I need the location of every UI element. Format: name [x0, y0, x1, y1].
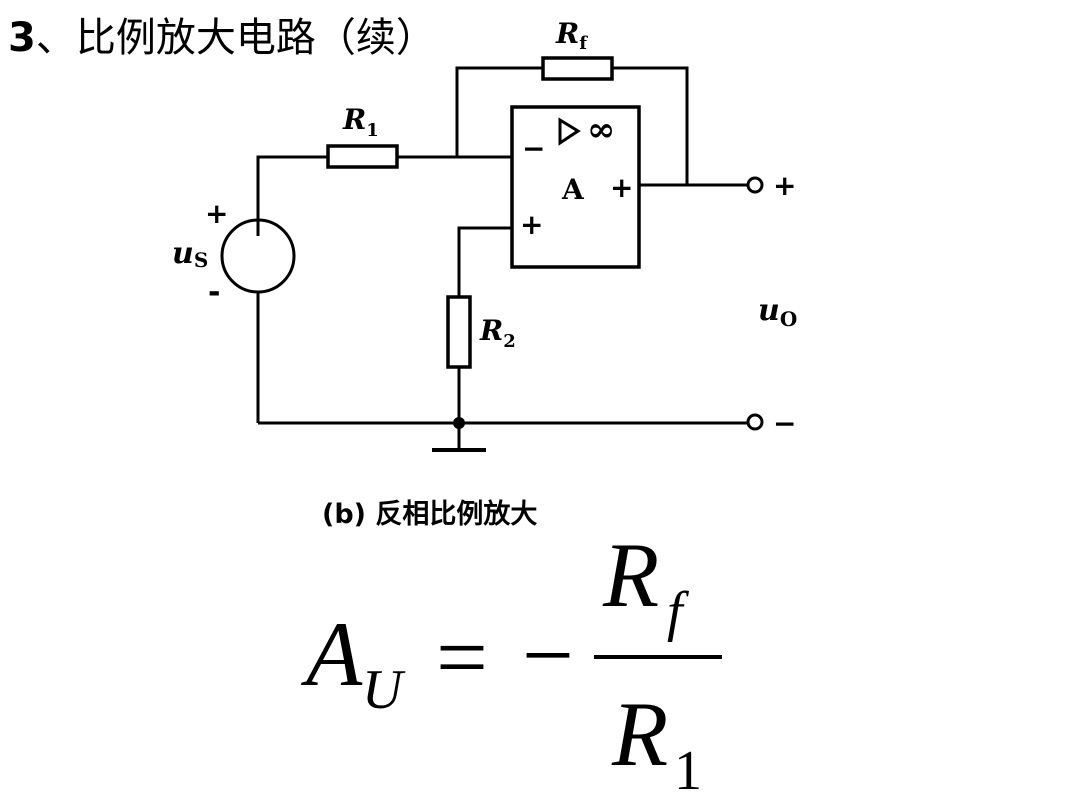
- formula-denominator: R: [611, 683, 668, 785]
- title-number: 3: [8, 15, 36, 61]
- label-terminal-plus: +: [773, 169, 796, 202]
- resistor-rf: [541, 56, 614, 81]
- amp-triangle-icon: [558, 117, 581, 146]
- label-r2: R2: [479, 314, 516, 352]
- wire-source-top: [256, 155, 328, 236]
- slide-title: 3、比例放大电路（续）: [8, 12, 436, 64]
- ground-node-dot: [453, 417, 465, 429]
- circuit-caption: (b) 反相比例放大: [322, 499, 538, 530]
- label-infinity: ∞: [587, 110, 615, 150]
- label-rf: Rf: [555, 17, 588, 54]
- formula-numerator: R: [602, 524, 659, 626]
- formula-denominator-sub: 1: [674, 740, 702, 802]
- label-inverting-input: −: [522, 132, 545, 165]
- label-source-plus: +: [205, 197, 228, 230]
- title-text: 、比例放大电路（续）: [35, 15, 436, 61]
- formula-minus: −: [522, 604, 574, 706]
- label-amp: A: [561, 173, 585, 206]
- label-terminal-minus: −: [773, 407, 796, 440]
- label-uo: uO: [758, 293, 797, 331]
- label-r1: R1: [342, 103, 379, 141]
- formula-lhs-sub: U: [362, 659, 406, 721]
- formula-equals: =: [436, 606, 488, 708]
- formula-lhs: A: [300, 603, 363, 705]
- wire-feedback-right: [612, 66, 689, 185]
- formula-numerator-sub: f: [667, 581, 690, 643]
- label-source-minus: -: [208, 275, 220, 310]
- label-us: uS: [172, 236, 208, 272]
- label-output-plus: +: [610, 171, 633, 204]
- terminal-minus: [746, 413, 764, 431]
- terminal-plus: [746, 176, 764, 194]
- wire-feedback: [455, 66, 543, 157]
- wire-noninverting: [457, 226, 512, 297]
- label-noninverting-input: +: [520, 208, 543, 241]
- op-amp-body: [510, 105, 641, 269]
